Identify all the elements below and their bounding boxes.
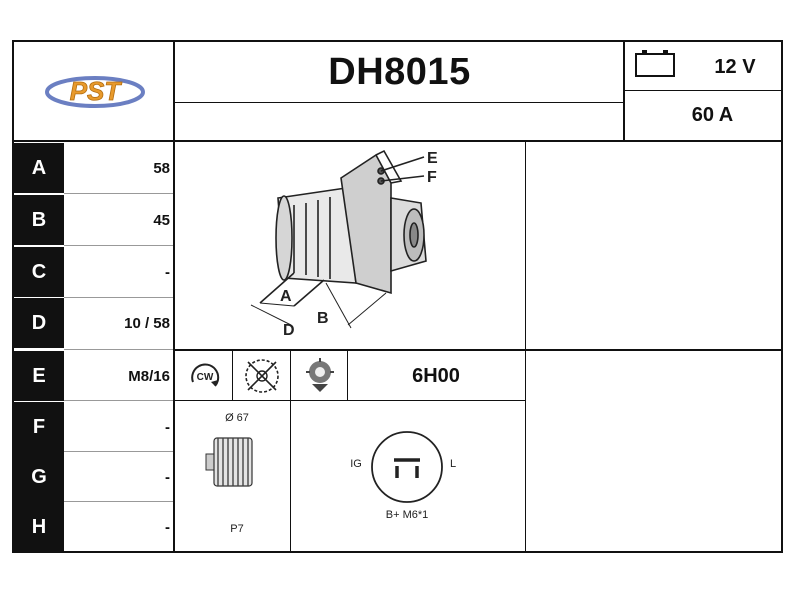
pulley-type: P7 (230, 523, 244, 535)
row-label-b: B (14, 195, 64, 245)
row-label-g: G (14, 452, 64, 502)
row-label-d: D (14, 298, 64, 348)
row-value-g: - (165, 468, 170, 486)
row-value-f: - (165, 418, 170, 436)
row-label-f: F (14, 402, 64, 452)
pulley-diameter: Ø 67 (225, 412, 249, 424)
grid-line (12, 551, 783, 553)
row-divider (64, 400, 173, 401)
row-value-h: - (165, 518, 170, 536)
grid-line (781, 40, 783, 553)
label-d: D (283, 322, 295, 339)
row-divider (64, 501, 173, 502)
svg-text:PST: PST (70, 76, 123, 106)
connector-bottom-label: B+ M6*1 (385, 509, 429, 521)
pst-logo-icon: PST (45, 76, 145, 108)
row-value-b: 45 (153, 211, 170, 229)
connector-left-label: IG (350, 458, 362, 470)
current-value: 60 A (691, 104, 734, 126)
rotation-label: CW (197, 372, 214, 383)
row-divider (64, 297, 173, 298)
row-label-c: C (14, 247, 64, 297)
row-value-a: 58 (153, 159, 170, 177)
regulator-icon (302, 356, 338, 394)
alternator-diagram: E F A B D (176, 143, 524, 348)
grid-line (175, 349, 781, 351)
row-divider (64, 193, 173, 194)
label-e: E (427, 150, 438, 167)
grid-line (12, 140, 783, 142)
row-divider (64, 349, 173, 350)
grid-line (290, 350, 291, 551)
pst-logo: PST (40, 60, 150, 120)
grid-line (12, 40, 783, 42)
label-b: B (317, 310, 329, 327)
battery-icon (634, 46, 678, 80)
clockwise-rotation-icon: CW (185, 356, 225, 396)
grid-line (625, 90, 781, 91)
regulator-position: 6H00 (412, 364, 460, 387)
row-label-e: E (14, 351, 64, 401)
part-number-title: DH8015 (328, 50, 471, 93)
row-value-e: M8/16 (128, 367, 170, 385)
grid-line (175, 400, 525, 401)
grid-line (175, 102, 623, 103)
label-a: A (280, 288, 292, 305)
pulley-icon (200, 432, 260, 492)
label-f: F (427, 169, 437, 186)
grid-line (173, 40, 175, 553)
row-divider (64, 451, 173, 452)
grid-line (623, 40, 625, 140)
voltage-value: 12 V (714, 56, 756, 78)
grid-line (525, 350, 526, 551)
grid-line (12, 40, 14, 553)
row-label-a: A (14, 143, 64, 193)
fan-crossed-icon (240, 354, 284, 398)
row-label-h: H (14, 502, 64, 552)
grid-line (347, 350, 348, 400)
row-divider (64, 245, 173, 246)
row-value-c: - (165, 263, 170, 281)
connector-right-label: L (449, 458, 457, 470)
row-value-d: 10 / 58 (124, 314, 170, 332)
grid-line (232, 350, 233, 400)
grid-line (525, 142, 526, 400)
connector-plug-icon (368, 428, 446, 506)
